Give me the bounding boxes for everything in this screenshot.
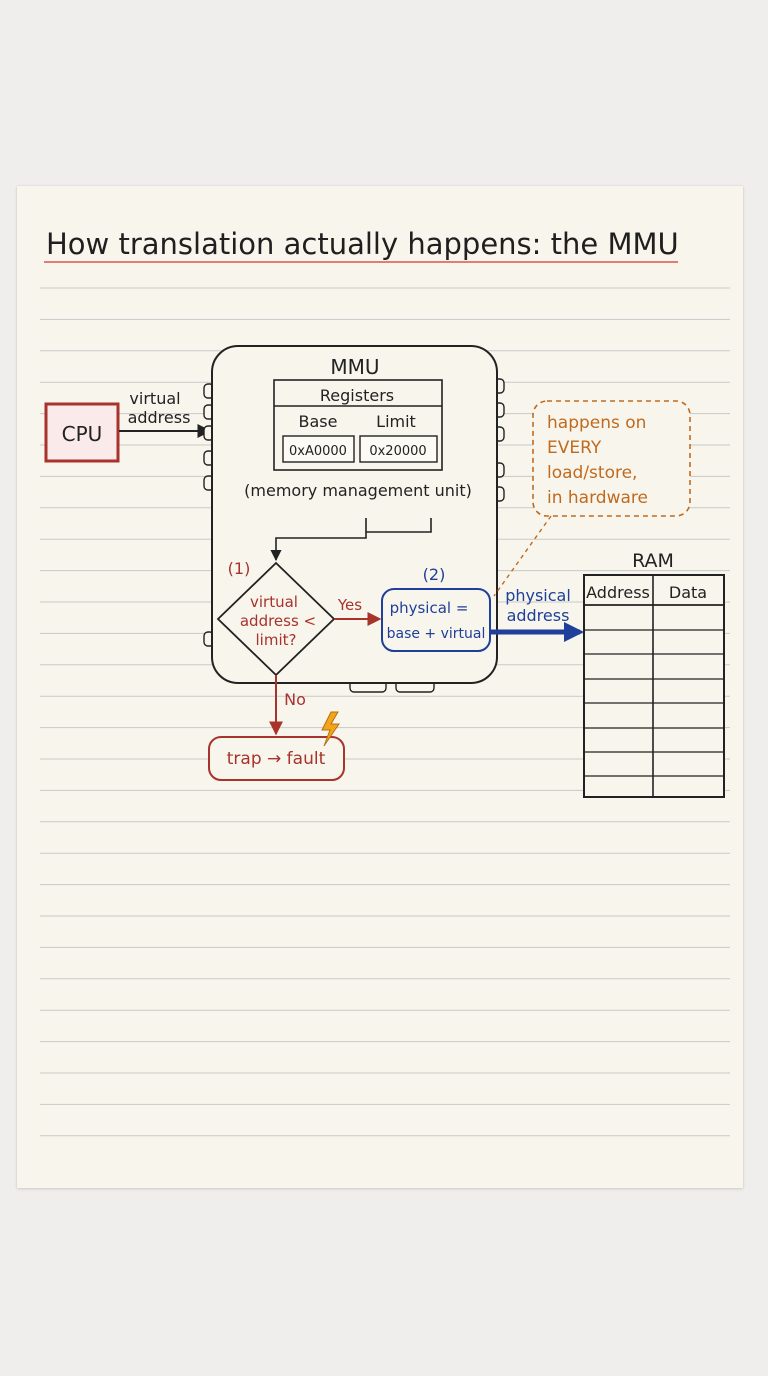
- ram-column-address: Address: [586, 583, 650, 602]
- virtual-address-label-line2: address: [128, 408, 191, 427]
- limit-register-value: 0x20000: [369, 444, 426, 459]
- registers-header: Registers: [320, 386, 394, 405]
- base-register-label: Base: [299, 412, 338, 431]
- physical-address-compute: (2) physical = base + virtual: [381, 565, 491, 652]
- compute-line2: base + virtual: [387, 626, 486, 642]
- ram-table: Address Data: [583, 574, 725, 798]
- yes-label: Yes: [337, 596, 362, 614]
- step-2-label: (2): [423, 565, 446, 584]
- cpu-box: CPU: [44, 402, 120, 463]
- note-line1: happens on: [547, 413, 646, 433]
- page-title: How translation actually happens: the MM…: [46, 227, 679, 261]
- physical-address-label-line1: physical: [505, 586, 571, 605]
- limit-check-decision: (1) virtual address < limit?: [216, 559, 336, 677]
- mmu-chip: MMU Registers Base Limit 0xA0000 0x20000…: [203, 345, 505, 693]
- mmu-subtitle: (memory management unit): [244, 481, 472, 500]
- decision-line1: virtual: [250, 593, 298, 611]
- lightning-bolt-icon: [321, 711, 340, 747]
- base-register-value: 0xA0000: [289, 444, 347, 459]
- mmu-label: MMU: [330, 355, 379, 379]
- compute-line1: physical =: [390, 599, 469, 617]
- decision-line2: address <: [240, 612, 316, 630]
- step-1-label: (1): [228, 559, 251, 578]
- fault-box: trap → fault: [208, 736, 345, 781]
- decision-line3: limit?: [256, 631, 297, 649]
- fault-label: trap → fault: [227, 749, 326, 769]
- ram-column-data: Data: [669, 583, 707, 602]
- note-line3: load/store,: [547, 463, 637, 483]
- hardware-note: happens on EVERY load/store, in hardware: [532, 400, 691, 517]
- registers-to-decision-arrow: [270, 532, 367, 562]
- ram-label: RAM: [632, 550, 674, 572]
- physical-address-label-line2: address: [507, 606, 570, 625]
- note-line2: EVERY: [547, 438, 602, 458]
- cpu-label: CPU: [62, 422, 103, 446]
- no-label: No: [284, 690, 306, 709]
- registers-table: Registers Base Limit 0xA0000 0x20000: [273, 379, 443, 471]
- limit-register-label: Limit: [376, 412, 416, 431]
- virtual-address-label-line1: virtual: [129, 389, 180, 408]
- note-pointer: [493, 515, 552, 597]
- note-line4: in hardware: [547, 488, 648, 508]
- registers-bracket: [365, 518, 432, 533]
- ram-row-lines: [584, 604, 724, 777]
